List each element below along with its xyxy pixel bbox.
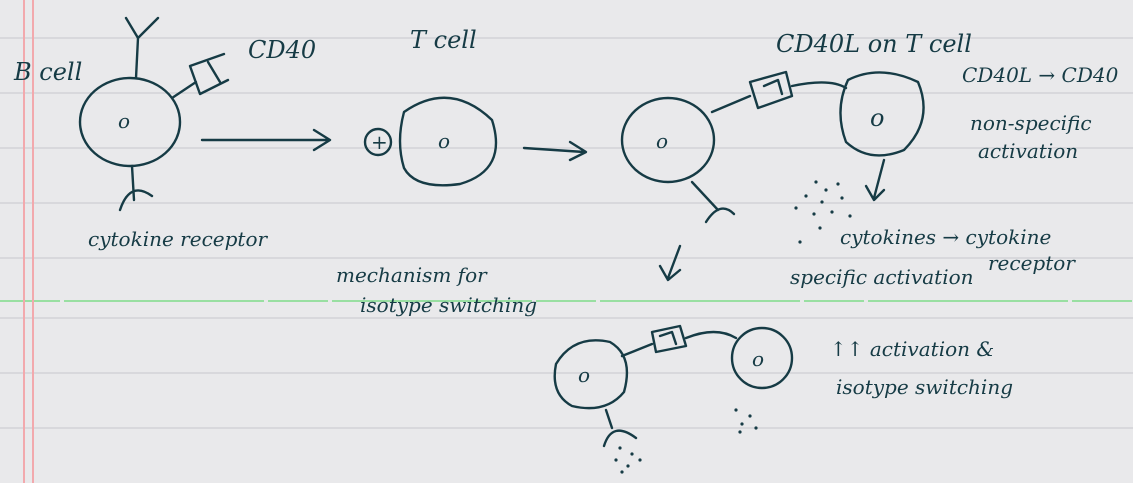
ruled-lines xyxy=(0,37,1133,429)
arrow-2 xyxy=(522,140,588,162)
nonspecific-label-1: non-specific xyxy=(970,111,1092,135)
cytokine-receptor-cup xyxy=(118,164,154,212)
nonspecific-label-2: activation xyxy=(978,139,1078,163)
specific-activation-label: specific activation xyxy=(790,265,974,289)
t-cell-label: T cell xyxy=(410,26,477,54)
t-cell-nucleus-4: o xyxy=(752,347,764,371)
t-cell-nucleus-3: o xyxy=(870,104,884,132)
cd40-receptor xyxy=(170,52,230,100)
cytokines-arrow-label: cytokines → cytokine xyxy=(840,225,1051,249)
mechanism-label-1: mechanism for xyxy=(336,263,488,287)
arrow-3 xyxy=(658,244,682,282)
cytokine-dots-3 xyxy=(794,180,852,244)
receptor-label: receptor xyxy=(988,251,1076,275)
mechanism-label-2: isotype switching xyxy=(360,293,537,317)
cytokine-receptor-3 xyxy=(690,180,736,224)
cd40-cd40l-bond xyxy=(710,70,848,114)
b-cell-nucleus-4: o xyxy=(578,363,590,387)
bt-interaction: o o xyxy=(620,70,925,224)
outcome-cells: o o xyxy=(553,324,794,448)
b-cell: o xyxy=(78,16,230,212)
b-cell-label: B cell xyxy=(13,58,82,86)
cytokine-receptor-label: cytokine receptor xyxy=(88,227,268,251)
cd40-label: CD40 xyxy=(248,36,316,64)
plus-sign: + xyxy=(371,130,388,154)
bcr-y xyxy=(124,16,160,80)
b-cell-nucleus: o xyxy=(118,109,130,133)
t-cell: + o xyxy=(363,96,498,187)
up-activation-label-2: isotype switching xyxy=(836,375,1013,399)
cd40l-to-cd40-label: CD40L → CD40 xyxy=(962,63,1119,87)
arrow-down-tcell xyxy=(864,158,886,202)
cd40-cd40l-bond-4 xyxy=(620,324,738,358)
arrow-1 xyxy=(200,128,332,152)
margin-lines xyxy=(23,0,34,483)
up-activation-label-1: ↑↑ activation & xyxy=(830,337,994,361)
cytokine-receptor-4 xyxy=(602,408,638,448)
cytokine-dots-4 xyxy=(614,408,758,474)
b-cell-nucleus-3: o xyxy=(656,129,668,153)
t-cell-nucleus: o xyxy=(438,129,450,153)
cd40l-on-tcell-label: CD40L on T cell xyxy=(776,30,972,58)
